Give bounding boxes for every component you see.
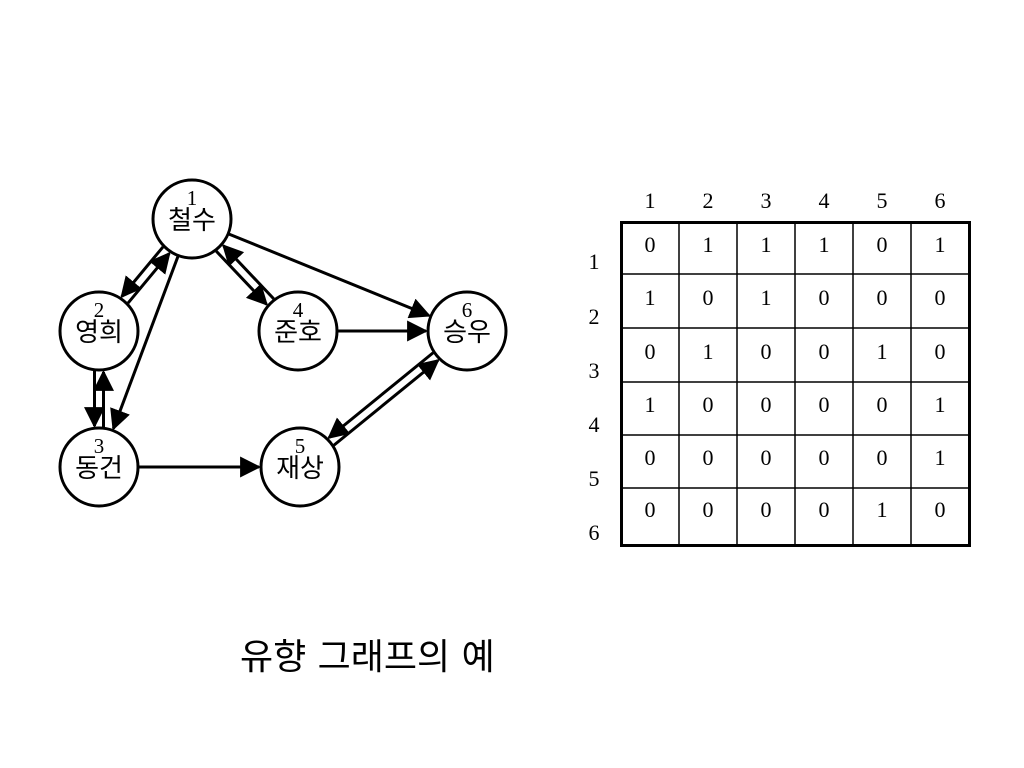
matrix-cell: 0 xyxy=(702,285,714,310)
node-circle xyxy=(257,290,339,372)
edge-1-to-4 xyxy=(215,250,268,306)
matrix-cell: 0 xyxy=(818,285,830,310)
caption: 유향 그래프의 예 xyxy=(240,637,495,678)
column-header: 3 xyxy=(760,188,772,213)
column-header: 1 xyxy=(644,188,656,213)
row-header: 4 xyxy=(588,412,600,437)
node-4: 4준호 xyxy=(257,290,339,372)
matrix-cell: 0 xyxy=(934,339,946,364)
matrix-cell: 0 xyxy=(702,497,714,522)
edge-6-to-5 xyxy=(327,351,435,439)
node-number: 1 xyxy=(187,186,198,210)
row-header: 6 xyxy=(588,520,600,545)
edge-1-to-3 xyxy=(110,255,180,431)
matrix-cell: 0 xyxy=(818,392,830,417)
column-header: 2 xyxy=(702,188,714,213)
row-header: 2 xyxy=(588,304,600,329)
matrix-cell: 0 xyxy=(818,497,830,522)
matrix-cell: 0 xyxy=(644,445,656,470)
matrix-grid xyxy=(620,221,971,547)
node-label: 동건 xyxy=(75,454,123,484)
node-label: 승우 xyxy=(443,318,491,348)
matrix-cell: 1 xyxy=(818,232,830,257)
row-header: 3 xyxy=(588,358,600,383)
matrix-gridlines xyxy=(620,221,971,547)
matrix-cell: 0 xyxy=(876,445,888,470)
node-circle xyxy=(151,178,233,260)
node-circle xyxy=(58,290,140,372)
edge-2-to-1 xyxy=(126,251,171,305)
matrix-cell: 1 xyxy=(934,232,946,257)
matrix-cell: 1 xyxy=(702,232,714,257)
matrix-cell: 0 xyxy=(760,339,772,364)
matrix-cell: 1 xyxy=(702,339,714,364)
matrix-cell: 1 xyxy=(760,232,772,257)
node-circle xyxy=(58,426,140,508)
matrix-cell: 0 xyxy=(644,339,656,364)
matrix-cell: 1 xyxy=(760,285,772,310)
column-header: 6 xyxy=(934,188,946,213)
row-header: 1 xyxy=(588,249,600,274)
matrix-cell: 0 xyxy=(702,445,714,470)
matrix-cell: 1 xyxy=(934,392,946,417)
node-6: 6승우 xyxy=(426,290,508,372)
matrix-cell: 1 xyxy=(934,445,946,470)
matrix-cell: 0 xyxy=(760,445,772,470)
node-number: 5 xyxy=(295,434,306,458)
node-circle xyxy=(426,290,508,372)
matrix-cell: 0 xyxy=(644,497,656,522)
matrix-cell: 0 xyxy=(934,285,946,310)
row-header: 5 xyxy=(588,466,600,491)
matrix-cell: 0 xyxy=(934,497,946,522)
matrix-cell: 0 xyxy=(644,232,656,257)
node-label: 영희 xyxy=(75,318,123,348)
node-5: 5재상 xyxy=(259,426,341,508)
node-3: 3동건 xyxy=(58,426,140,508)
matrix-cell: 0 xyxy=(818,339,830,364)
node-label: 재상 xyxy=(276,454,324,484)
edge-1-to-6 xyxy=(228,232,431,319)
node-number: 4 xyxy=(293,298,304,322)
matrix-cell: 0 xyxy=(876,392,888,417)
node-number: 3 xyxy=(94,434,105,458)
node-number: 2 xyxy=(94,298,105,322)
edge-1-to-2 xyxy=(120,245,165,299)
node-circle xyxy=(259,426,341,508)
matrix-cell: 0 xyxy=(818,445,830,470)
matrix-cell: 0 xyxy=(876,232,888,257)
matrix-cell: 0 xyxy=(760,392,772,417)
matrix-cell: 1 xyxy=(644,392,656,417)
matrix-cell: 0 xyxy=(702,392,714,417)
node-1: 1철수 xyxy=(151,178,233,260)
matrix-cell: 1 xyxy=(876,497,888,522)
node-number: 6 xyxy=(462,298,473,322)
column-header: 5 xyxy=(876,188,888,213)
edge-4-to-1 xyxy=(222,244,275,300)
node-label: 준호 xyxy=(274,318,322,348)
column-header: 4 xyxy=(818,188,830,213)
matrix-cell: 0 xyxy=(876,285,888,310)
node-label: 철수 xyxy=(168,206,216,236)
edge-5-to-6 xyxy=(332,359,440,447)
matrix-cell: 0 xyxy=(760,497,772,522)
node-2: 2영희 xyxy=(58,290,140,372)
matrix-cell: 1 xyxy=(876,339,888,364)
matrix-cell: 1 xyxy=(644,285,656,310)
